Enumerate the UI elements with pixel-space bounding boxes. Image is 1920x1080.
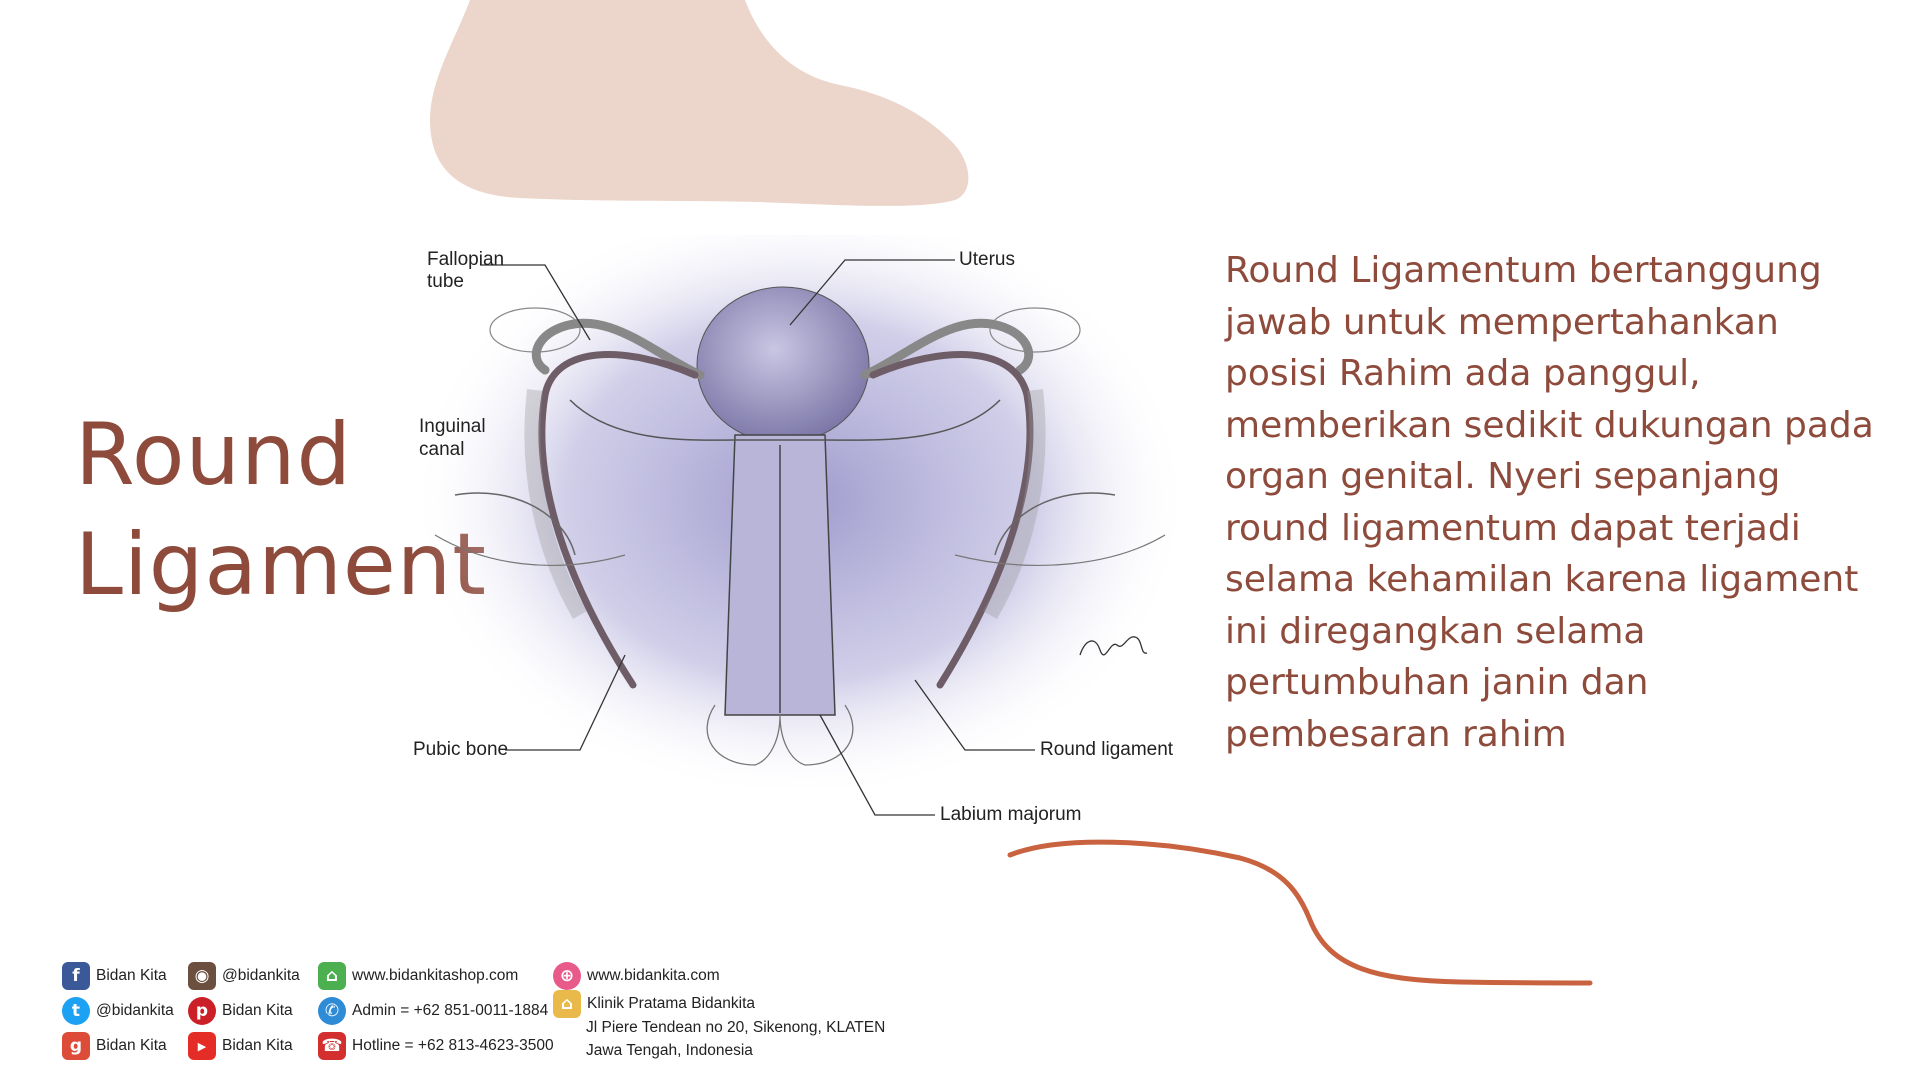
footer-twitter-label: @bidankita (96, 1002, 174, 1019)
artist-signature (1079, 636, 1148, 656)
footer-facebook[interactable]: f Bidan Kita (62, 962, 167, 990)
label-fallopian-tube-line1: Fallopian (427, 249, 504, 270)
footer-googleplus[interactable]: g Bidan Kita (62, 1032, 167, 1060)
footer-googleplus-label: Bidan Kita (96, 1037, 167, 1054)
facebook-icon: f (62, 962, 90, 990)
labium-shape (706, 704, 854, 766)
footer-facebook-label: Bidan Kita (96, 967, 167, 984)
footer-address-line1: Jl Piere Tendean no 20, Sikenong, KLATEN (586, 1019, 886, 1036)
footer-shop[interactable]: ⌂ www.bidankitashop.com (318, 962, 518, 990)
phone-icon: ✆ (318, 997, 346, 1025)
label-inguinal-canal-line1: Inguinal (419, 416, 486, 437)
footer-website-label: www.bidankita.com (587, 967, 720, 984)
left-round-ligament (538, 351, 699, 689)
page-title-line1: Round (75, 405, 353, 505)
broad-ligament-shape (569, 399, 1001, 441)
footer-youtube[interactable]: ▶ Bidan Kita (188, 1032, 293, 1060)
label-fallopian-tube-line2: tube (427, 271, 464, 292)
footer-instagram-label: @bidankita (222, 967, 300, 984)
right-round-ligament (869, 351, 1034, 689)
label-inguinal-canal-line2: canal (419, 439, 464, 460)
footer-address-line2: Jawa Tengah, Indonesia (586, 1042, 753, 1059)
left-fallopian-tube (531, 318, 705, 380)
footer-pinterest[interactable]: p Bidan Kita (188, 997, 293, 1025)
clinic-icon: ⌂ (553, 990, 581, 1018)
uterus-shape (696, 286, 870, 444)
decorative-squiggle (1007, 839, 1593, 986)
label-uterus: Uterus (959, 249, 1015, 270)
googleplus-icon: g (62, 1032, 90, 1060)
decorative-blob (430, 0, 969, 206)
footer-admin-label: Admin = +62 851-0011-1884 (352, 1002, 549, 1019)
pinterest-icon: p (188, 997, 216, 1025)
pubic-bone-shape (454, 492, 1116, 556)
label-pubic-bone: Pubic bone (413, 739, 508, 760)
footer-pinterest-label: Bidan Kita (222, 1002, 293, 1019)
footer-clinic: ⌂ Klinik Pratama Bidankita (553, 990, 755, 1018)
footer-youtube-label: Bidan Kita (222, 1037, 293, 1054)
label-labium-majorum: Labium majorum (940, 804, 1082, 825)
telephone-icon: ☎ (318, 1032, 346, 1060)
youtube-icon: ▶ (188, 1032, 216, 1060)
globe-icon: ⊕ (553, 962, 581, 990)
shop-icon: ⌂ (318, 962, 346, 990)
footer-admin[interactable]: ✆ Admin = +62 851-0011-1884 (318, 997, 548, 1025)
footer-website[interactable]: ⊕ www.bidankita.com (553, 962, 720, 990)
footer-hotline-label: Hotline = +62 813-4623-3500 (352, 1037, 554, 1054)
footer-instagram[interactable]: ◉ @bidankita (188, 962, 300, 990)
twitter-icon: t (62, 997, 90, 1025)
footer-twitter[interactable]: t @bidankita (62, 997, 174, 1025)
footer-address: Jl Piere Tendean no 20, Sikenong, KLATEN… (586, 1016, 885, 1062)
footer-hotline[interactable]: ☎ Hotline = +62 813-4623-3500 (318, 1032, 554, 1060)
description-text: Round Ligamentum bertanggung jawab untuk… (1225, 250, 1874, 755)
instagram-icon: ◉ (188, 962, 216, 990)
footer-shop-label: www.bidankitashop.com (352, 967, 519, 984)
round-ligament-diagram: Fallopian tube Uterus Inguinal canal Pub… (410, 235, 1190, 825)
right-fallopian-tube (860, 318, 1034, 380)
footer-clinic-label: Klinik Pratama Bidankita (587, 995, 755, 1012)
label-round-ligament: Round ligament (1040, 739, 1174, 760)
